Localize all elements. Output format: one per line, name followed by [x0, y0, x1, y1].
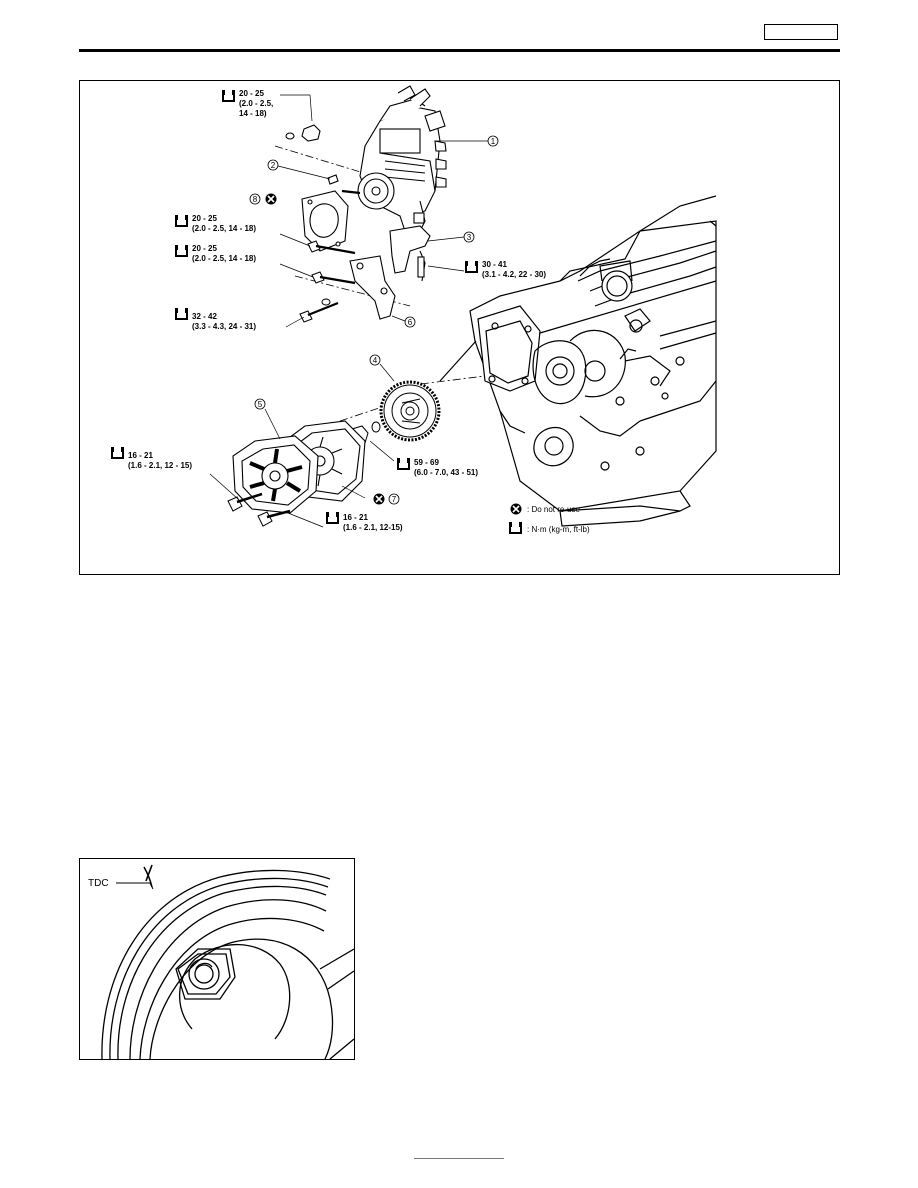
torque-wrench-icon [175, 308, 188, 320]
header-rule [79, 49, 840, 52]
torque-wrench-icon [326, 512, 339, 524]
tdc-pointer [116, 864, 154, 890]
torque-wrench-icon [222, 90, 235, 102]
torque-spec-5-line2: (3.3 - 4.3, 24 - 31) [192, 322, 256, 331]
page-tag-box [764, 24, 838, 40]
torque-spec-8-value: 16 - 21 [343, 513, 368, 522]
callout-5: 5 [254, 398, 266, 410]
callout-4-number: 4 [373, 356, 378, 365]
callout-7: 7 [372, 492, 400, 506]
do-not-reuse-icon [372, 492, 386, 506]
torque-wrench-icon [465, 261, 478, 273]
exploded-view-drawing: 20 - 25 (2.0 - 2.5, 14 - 18) 20 - 25 (2.… [111, 85, 717, 534]
rear-cover-drawing [232, 420, 366, 514]
torque-spec-3-value: 20 - 25 [192, 244, 217, 253]
torque-spec-3: 20 - 25 (2.0 - 2.5, 14 - 18) [175, 244, 256, 263]
torque-spec-5-value: 32 - 42 [192, 312, 217, 321]
torque-spec-4: 30 - 41 (3.1 - 4.2, 22 - 30) [465, 260, 546, 279]
torque-wrench-icon [175, 245, 188, 257]
torque-spec-1-value: 20 - 25 [239, 89, 264, 98]
engine-block-drawing [439, 195, 717, 527]
injection-pump-drawing [341, 85, 447, 232]
torque-spec-7: 16 - 21 (1.6 - 2.1, 12 - 15) [111, 447, 192, 470]
callout-6-number: 6 [408, 318, 413, 327]
callout-6: 6 [404, 316, 416, 328]
torque-spec-2-line2: (2.0 - 2.5, 14 - 18) [192, 224, 256, 233]
injection-pump-exploded-figure: 20 - 25 (2.0 - 2.5, 14 - 18) 20 - 25 (2.… [79, 80, 840, 575]
torque-spec-6-value: 59 - 69 [414, 458, 439, 467]
torque-spec-2-value: 20 - 25 [192, 214, 217, 223]
torque-spec-2: 20 - 25 (2.0 - 2.5, 14 - 18) [175, 214, 256, 233]
legend: : Do not re-use : N·m (kg-m, ft-lb) [509, 502, 590, 534]
washer-nut-drawing [285, 124, 339, 185]
pump-gasket-drawing [301, 190, 349, 252]
leader-lines [209, 94, 488, 528]
torque-spec-7-value: 16 - 21 [128, 451, 153, 460]
callout-8: 8 [249, 192, 278, 206]
legend-do-not-reuse: : Do not re-use [527, 505, 580, 514]
torque-spec-3-line2: (2.0 - 2.5, 14 - 18) [192, 254, 256, 263]
tdc-label: TDC [88, 878, 109, 889]
torque-spec-6-line2: (6.0 - 7.0, 43 - 51) [414, 468, 478, 477]
callout-2: 2 [267, 159, 279, 171]
rear-bracket-drawing [349, 255, 396, 320]
bolts-drawing [299, 240, 356, 323]
do-not-reuse-icon [264, 192, 278, 206]
torque-spec-8: 16 - 21 (1.6 - 2.1, 12-15) [326, 512, 403, 532]
torque-wrench-icon [397, 458, 410, 470]
torque-spec-1-line3: 14 - 18) [239, 109, 267, 118]
torque-wrench-icon [111, 447, 124, 459]
legend-torque-units: : N·m (kg-m, ft-lb) [527, 525, 590, 534]
torque-spec-8-line2: (1.6 - 2.1, 12-15) [343, 523, 403, 532]
torque-spec-1: 20 - 25 (2.0 - 2.5, 14 - 18) [222, 89, 273, 118]
cover-bolts-drawing [227, 492, 291, 527]
torque-spec-4-value: 30 - 41 [482, 260, 507, 269]
torque-spec-7-line2: (1.6 - 2.1, 12 - 15) [128, 461, 192, 470]
callout-5-number: 5 [258, 400, 263, 409]
callout-1: 1 [487, 135, 499, 147]
callout-7-number: 7 [392, 495, 397, 504]
pump-sprocket-drawing [379, 380, 441, 442]
crank-pulley-drawing: TDC [88, 864, 354, 1059]
torque-wrench-icon [175, 215, 188, 227]
tdc-mark-figure: TDC [79, 858, 355, 1060]
torque-spec-1-line2: (2.0 - 2.5, [239, 99, 273, 108]
torque-spec-6: 59 - 69 (6.0 - 7.0, 43 - 51) [397, 458, 478, 477]
footer-rule [414, 1158, 504, 1159]
bracket-drawing [389, 225, 431, 282]
callout-2-number: 2 [271, 161, 276, 170]
do-not-reuse-icon [509, 502, 523, 516]
callout-3: 3 [463, 231, 475, 243]
torque-spec-4-line2: (3.1 - 4.2, 22 - 30) [482, 270, 546, 279]
callout-3-number: 3 [467, 233, 472, 242]
callout-8-number: 8 [253, 195, 258, 204]
callout-4: 4 [369, 354, 381, 366]
torque-wrench-icon [509, 522, 522, 534]
callout-1-number: 1 [491, 137, 496, 146]
torque-spec-5: 32 - 42 (3.3 - 4.3, 24 - 31) [175, 308, 256, 331]
